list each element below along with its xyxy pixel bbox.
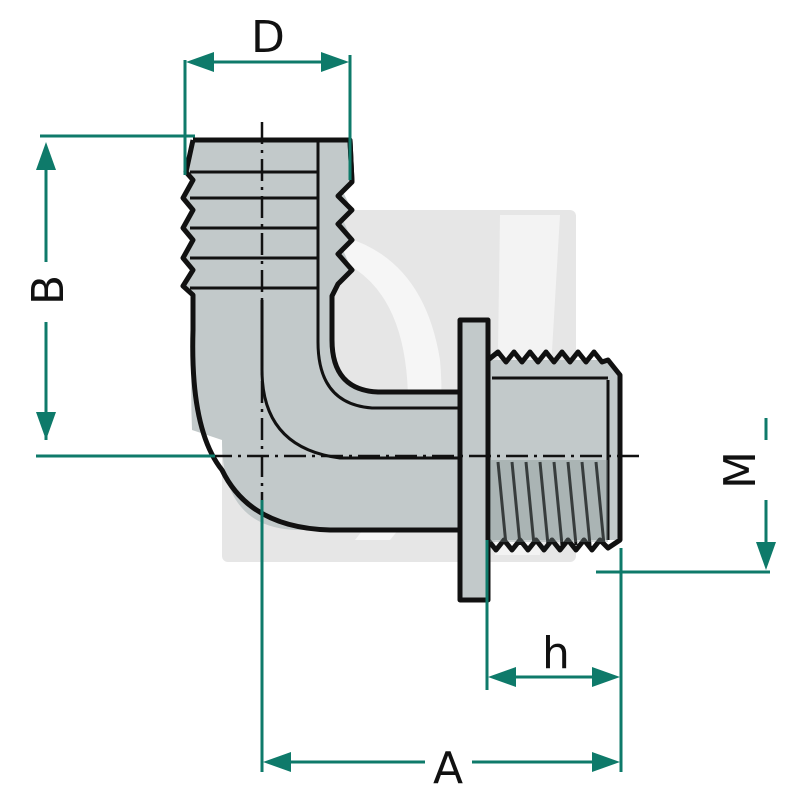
dimension-label-b: B (23, 275, 74, 305)
dimension-m (596, 418, 776, 574)
dimension-label-h: h (542, 628, 570, 679)
dimension-b (36, 134, 215, 458)
dimension-label-d: D (251, 12, 285, 63)
center-lines (210, 122, 640, 540)
dimension-h (485, 540, 623, 772)
dimension-d (183, 52, 352, 180)
dimension-label-m: M (715, 451, 766, 489)
dimension-label-a: A (433, 743, 463, 794)
dimension-a (260, 500, 620, 772)
